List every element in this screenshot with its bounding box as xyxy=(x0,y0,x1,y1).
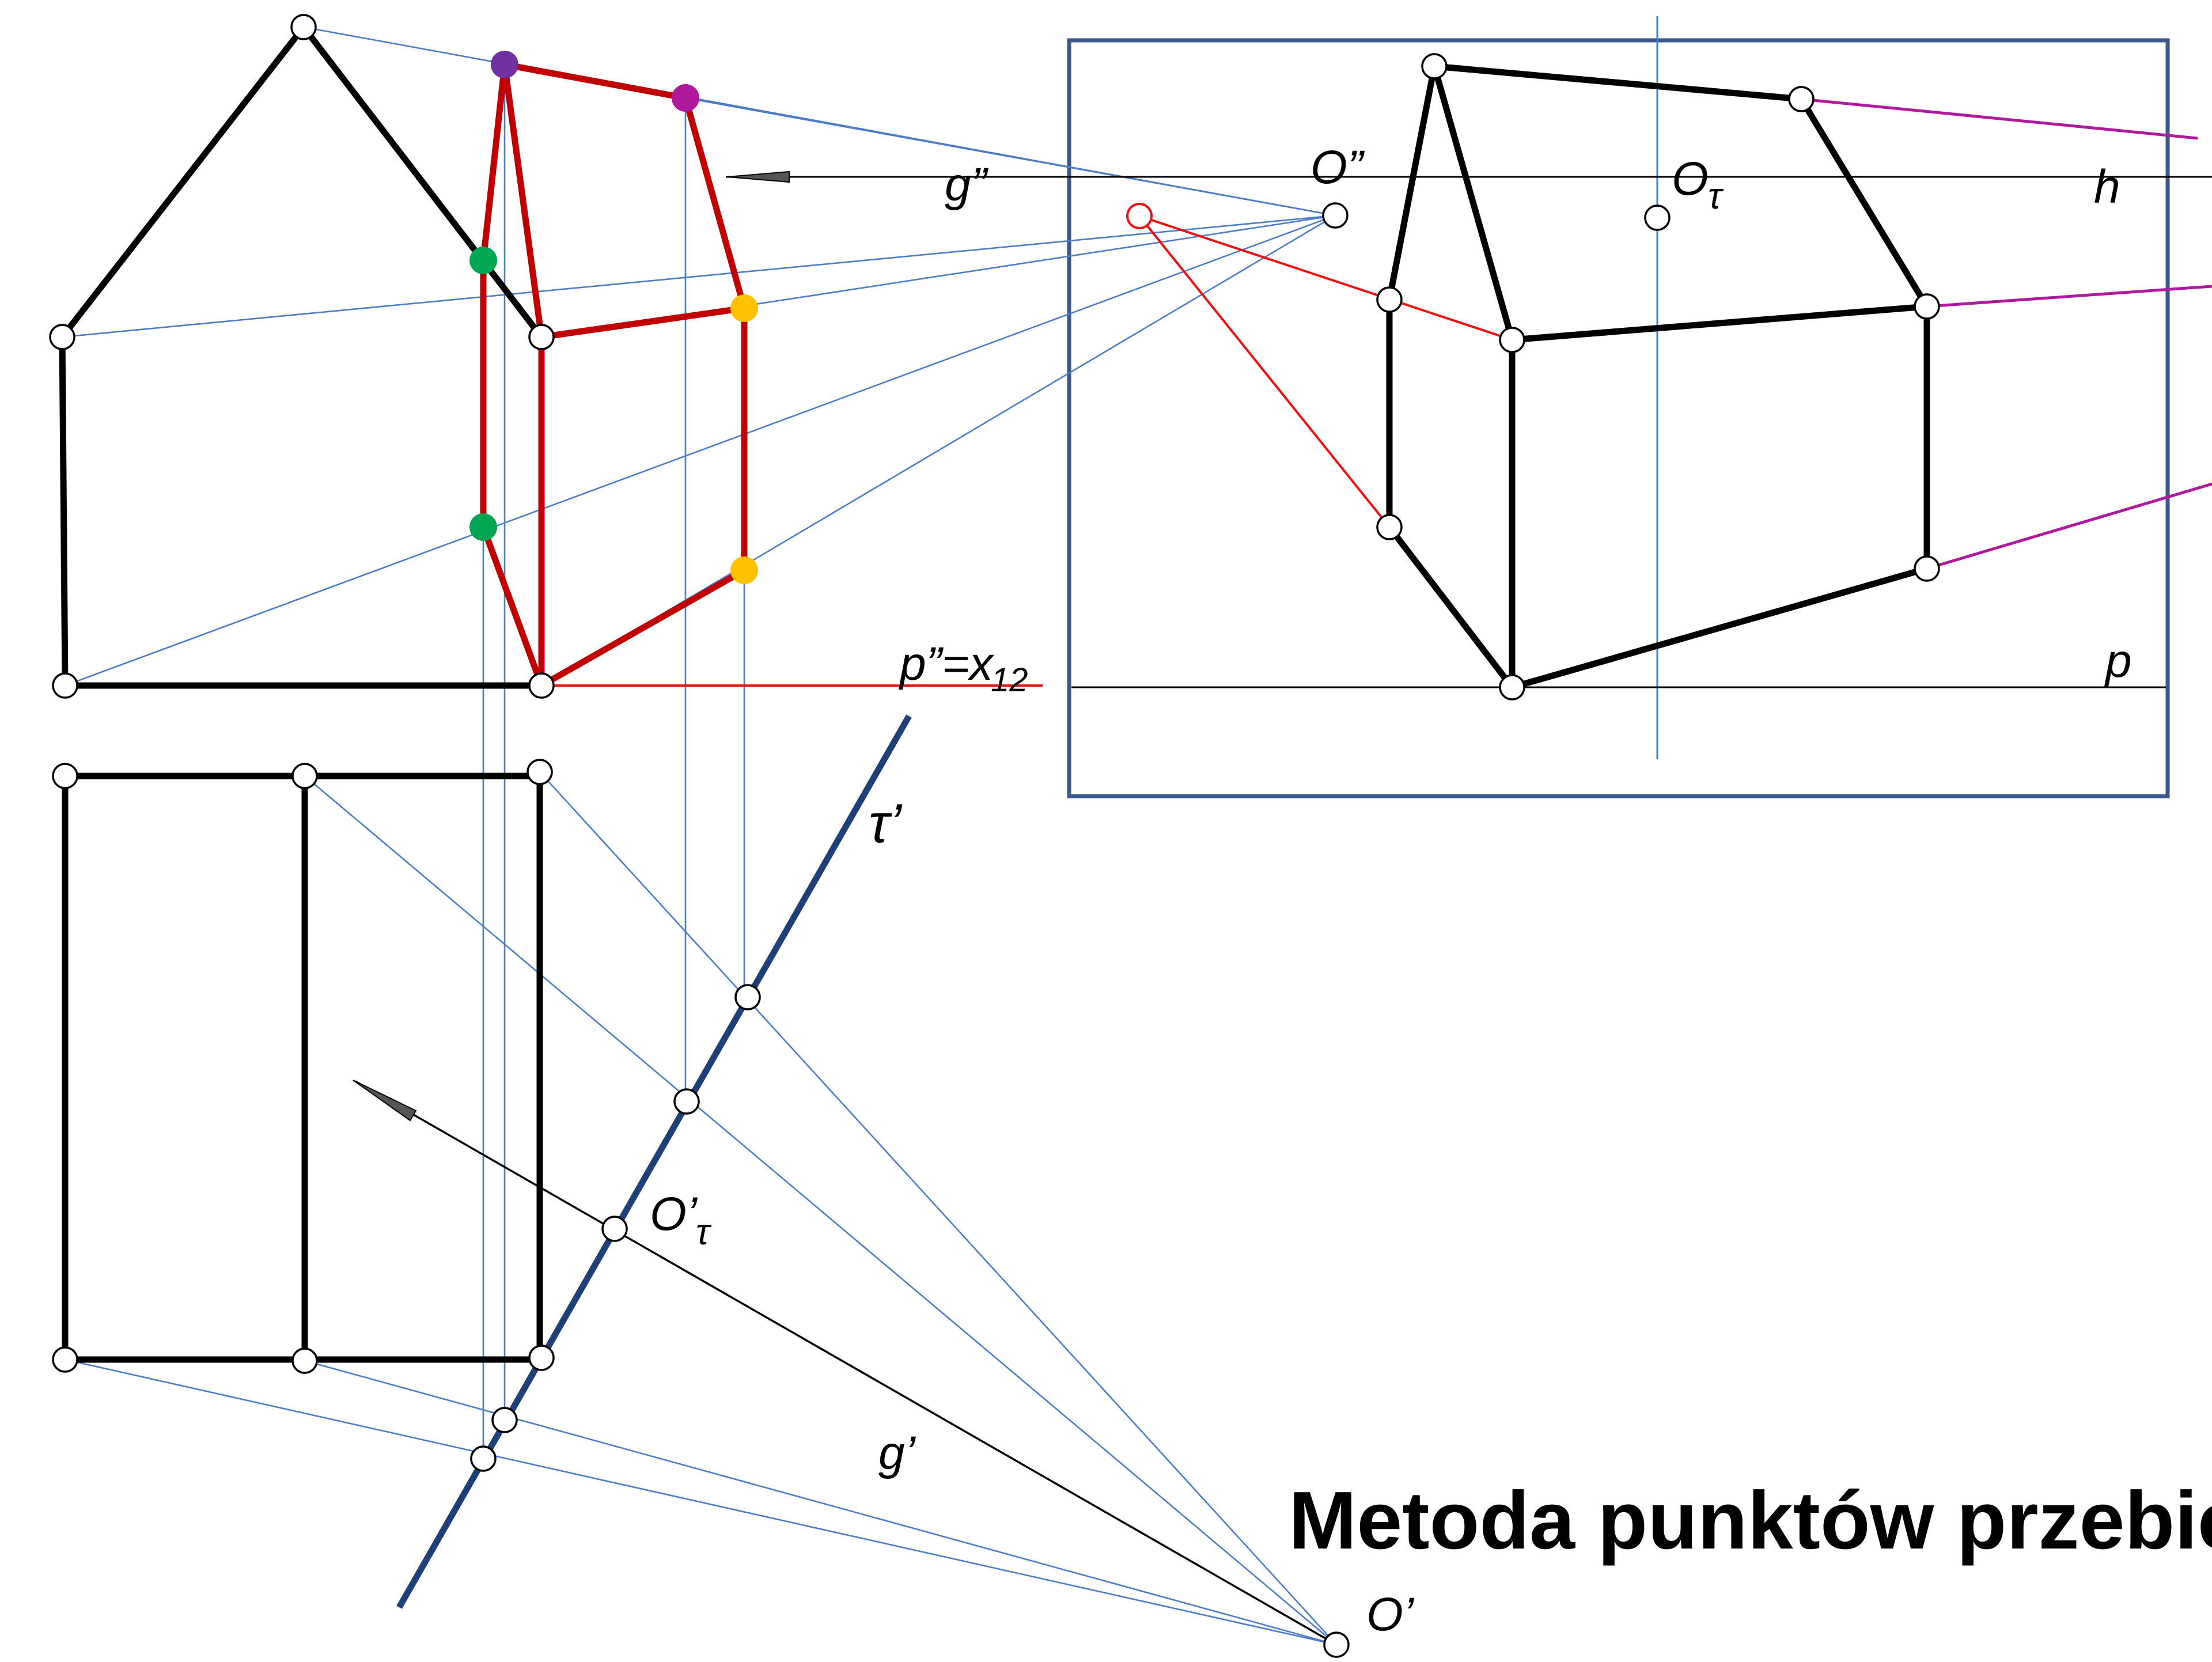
picture-plane-trace xyxy=(396,714,912,1609)
label-O-double-prime: O” xyxy=(1310,141,1365,194)
magenta-point xyxy=(672,84,699,112)
label-g-prime: g’ xyxy=(878,1427,916,1479)
open-circle-icon xyxy=(470,1445,497,1472)
label-tau-subscript: τ xyxy=(1708,175,1724,217)
open-circle-icon xyxy=(1376,514,1403,540)
label-O-prime: O’ xyxy=(1366,1588,1415,1641)
open-circle-icon xyxy=(49,324,75,350)
purple-point xyxy=(491,51,518,78)
red-construction-lines xyxy=(1138,215,1513,528)
open-circle-icon xyxy=(290,14,317,40)
open-circle-icon xyxy=(291,1347,318,1374)
open-circle-icon xyxy=(1376,286,1403,313)
projection-rays xyxy=(62,26,1337,1646)
open-circle-icon xyxy=(527,759,553,785)
open-circle-icon xyxy=(1914,293,1940,320)
gold-point xyxy=(730,294,758,322)
open-circle-icon xyxy=(1914,555,1940,582)
section-figure xyxy=(480,61,748,688)
open-circle-icon xyxy=(528,1345,555,1371)
open-circle-icon xyxy=(1322,202,1349,229)
plan-view xyxy=(62,773,543,1363)
label-h: h xyxy=(2094,161,2120,213)
vanishing-lines xyxy=(1801,97,2212,570)
open-circle-icon xyxy=(1126,203,1153,229)
open-circle-icon xyxy=(673,1088,700,1115)
label-p: p xyxy=(2104,635,2132,687)
open-circle-icon xyxy=(1323,1631,1350,1658)
label-O-tau: O xyxy=(1672,153,1709,205)
arrowhead-icon xyxy=(726,171,790,183)
label-g-double-prime: g” xyxy=(945,158,989,211)
open-circle-icon xyxy=(52,1346,78,1373)
green-point xyxy=(469,247,497,274)
open-circle-icon xyxy=(1644,205,1671,231)
open-circle-icon xyxy=(491,1407,518,1433)
label-p-double-prime-x: p”=x xyxy=(898,638,995,690)
label-tau-prime: τ’ xyxy=(869,793,903,854)
side-elevation xyxy=(59,24,544,689)
points xyxy=(49,14,1940,1658)
label-tau-subscript: τ xyxy=(696,1211,712,1252)
label-subscript-12: 12 xyxy=(991,661,1028,699)
page-title: Metoda punktów przebicia xyxy=(1289,1475,2212,1566)
label-O-prime-tau: O’ xyxy=(650,1188,698,1240)
open-circle-icon xyxy=(1499,674,1525,701)
picture-plane-frame xyxy=(1067,38,2170,798)
open-circle-icon xyxy=(734,984,761,1010)
open-circle-icon xyxy=(601,1216,628,1242)
perspective-house xyxy=(1386,63,1930,691)
open-circle-icon xyxy=(528,672,555,699)
open-circle-icon xyxy=(1421,53,1448,79)
gold-point xyxy=(730,556,758,584)
arrowhead-icon xyxy=(353,1080,417,1122)
green-point xyxy=(469,513,497,541)
open-circle-icon xyxy=(291,763,318,789)
open-circle-icon xyxy=(52,763,78,789)
open-circle-icon xyxy=(528,324,555,350)
open-circle-icon xyxy=(1499,327,1525,353)
open-circle-icon xyxy=(1788,86,1815,112)
open-circle-icon xyxy=(52,672,78,699)
line-g-plan xyxy=(355,1080,1337,1646)
